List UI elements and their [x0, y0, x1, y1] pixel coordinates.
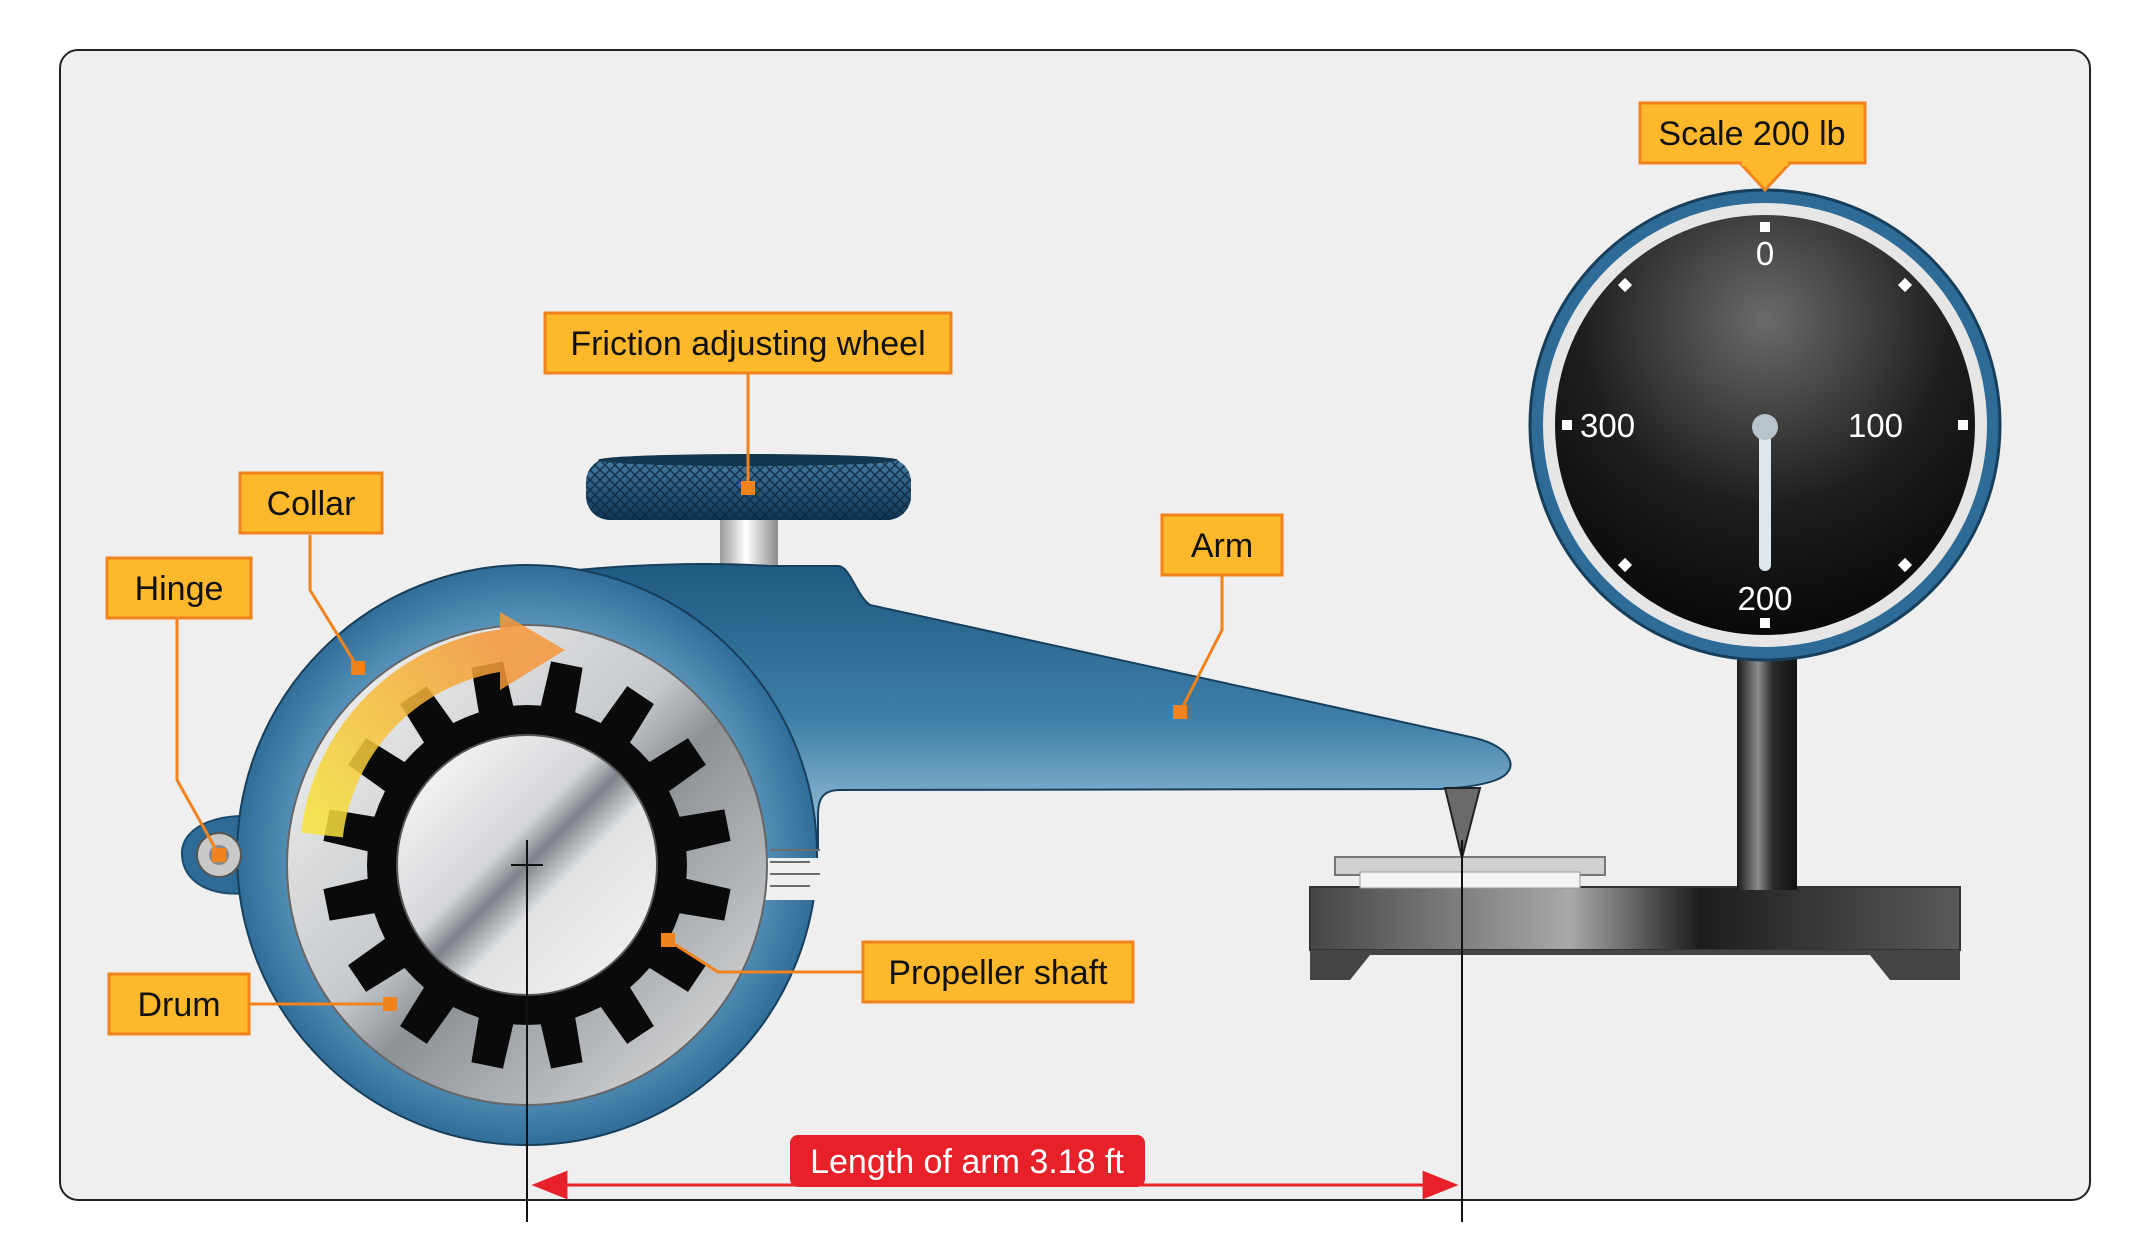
- callout-hinge: Hinge: [105, 556, 253, 620]
- dial-tick-mark: [1897, 277, 1913, 293]
- leader-dots: [212, 481, 1187, 1011]
- dial-tick-mark: [1617, 277, 1633, 293]
- label-friction-wheel: Friction adjusting wheel: [570, 325, 925, 363]
- leader-lines: [175, 372, 1224, 1006]
- callout-drum: Drum: [107, 972, 251, 1036]
- rotation-arrow: [301, 612, 565, 838]
- label-propeller-shaft: Propeller shaft: [888, 954, 1108, 992]
- dial-tick-200: 200: [1737, 580, 1792, 617]
- label-scale: Scale 200 lb: [1658, 115, 1845, 153]
- dial-ticks: [1562, 222, 1968, 628]
- dial-tick-mark: [1958, 420, 1968, 430]
- callout-scale: Scale 200 lb: [1638, 101, 1867, 192]
- dimension-line: [526, 840, 1463, 1222]
- dial-tick-mark: [1617, 557, 1633, 573]
- callout-friction-wheel: Friction adjusting wheel: [543, 311, 953, 375]
- callout-arm: Arm: [1160, 513, 1284, 577]
- callout-propeller-shaft: Propeller shaft: [861, 940, 1135, 1004]
- label-arm: Arm: [1191, 527, 1253, 565]
- dial-tick-mark: [1760, 618, 1770, 628]
- label-drum: Drum: [137, 986, 220, 1024]
- dial-tick-0: 0: [1756, 235, 1774, 272]
- label-collar: Collar: [267, 485, 356, 523]
- dial-tick-300: 300: [1580, 407, 1635, 444]
- dial-needle: [1752, 414, 1778, 571]
- dial-tick-100: 100: [1848, 407, 1903, 444]
- label-hinge: Hinge: [135, 570, 224, 608]
- dial-tick-mark: [1897, 557, 1913, 573]
- dial-tick-mark: [1562, 420, 1572, 430]
- knife-edge: [1443, 787, 1482, 859]
- callout-collar: Collar: [238, 471, 384, 535]
- dimension-label: Length of arm 3.18 ft: [810, 1143, 1124, 1181]
- dial-tick-mark: [1760, 222, 1770, 232]
